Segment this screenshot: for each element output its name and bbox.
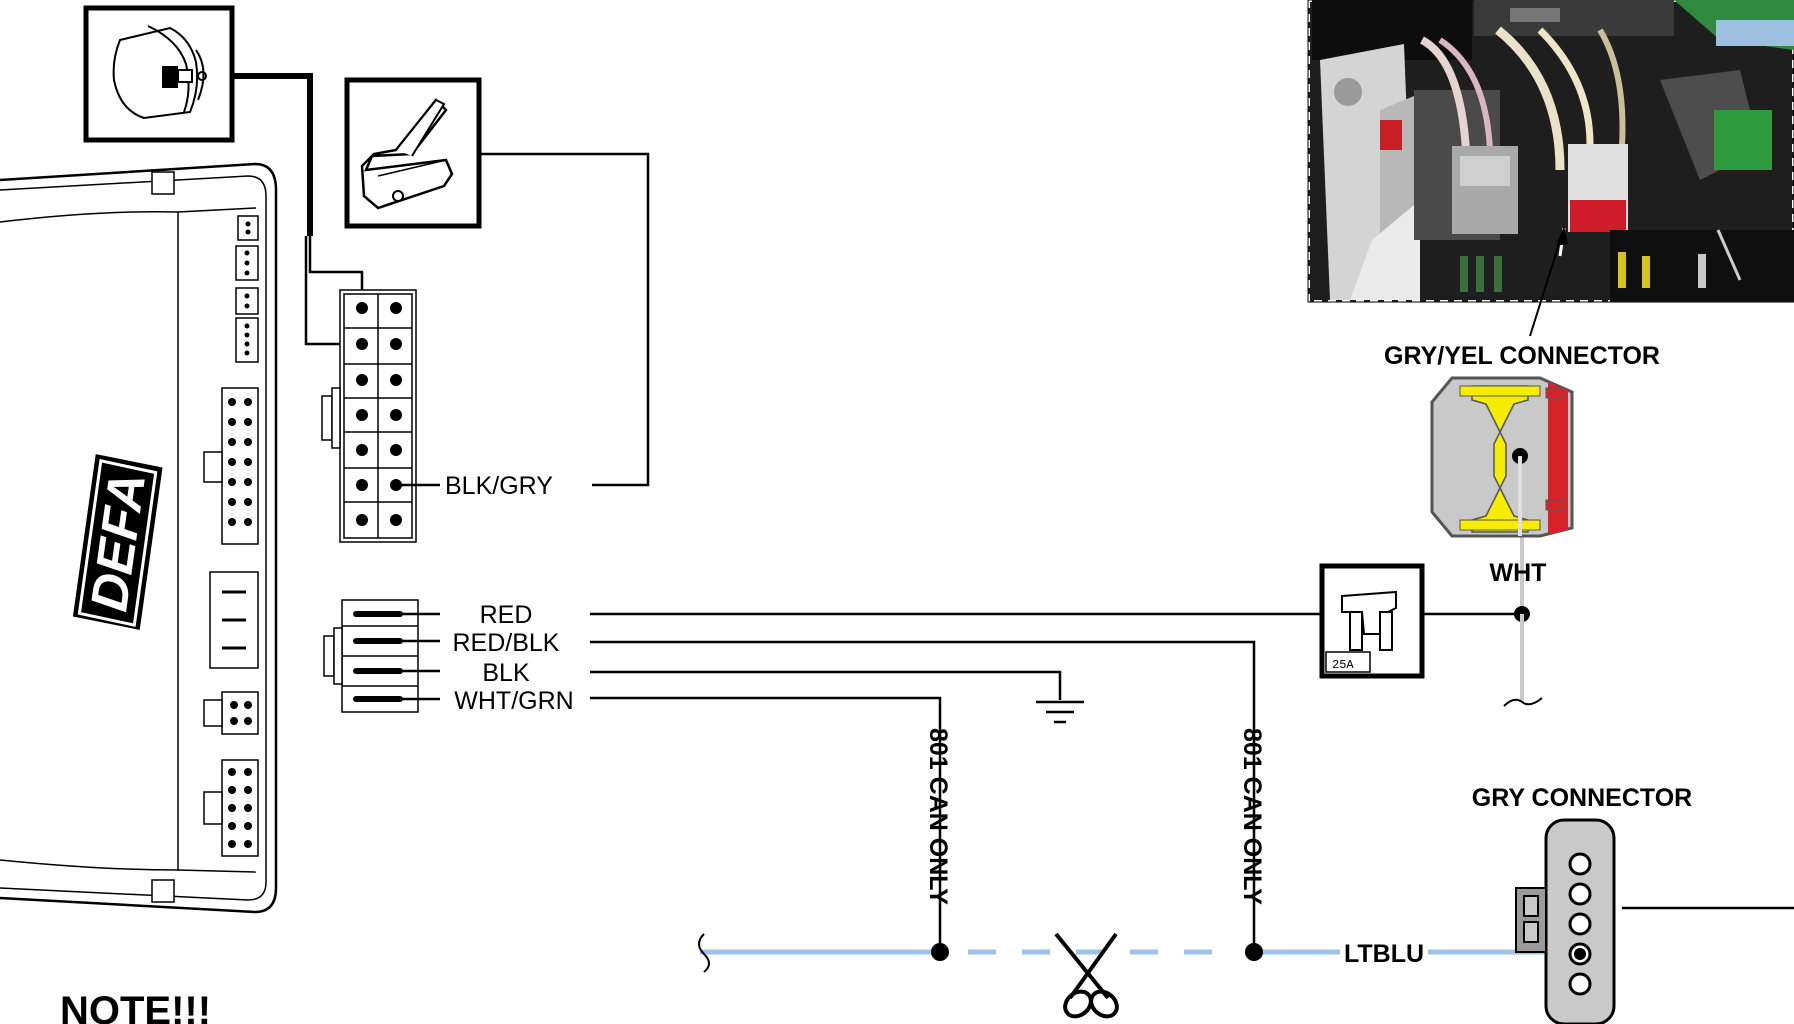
note-heading: NOTE!!!: [60, 989, 211, 1024]
scissors-icon: [1054, 932, 1119, 1019]
hood-pin-switch-icon: [344, 77, 482, 229]
vehicle-photo: [1306, 0, 1794, 304]
can-label-1: 801 CAN ONLY: [924, 728, 952, 905]
defa-logo: DEFA: [72, 454, 163, 630]
harness-connector-14pin: BLK/GRY: [321, 289, 553, 543]
fuse-icon: 25A: [1319, 563, 1425, 679]
hood-switch-icon: [83, 5, 235, 143]
ground-icon: [1036, 700, 1084, 724]
wire-label-blk: BLK: [482, 659, 530, 687]
wire-label-blk-gry: BLK/GRY: [445, 472, 553, 500]
can-label-2: 801 CAN ONLY: [1238, 728, 1266, 905]
power-connector-4pin: RED RED/BLK BLK WHT/GRN: [323, 599, 574, 715]
gry-connector-title: GRY CONNECTOR: [1472, 784, 1692, 812]
wire-label-wht-grn: WHT/GRN: [454, 687, 573, 715]
wire-label-red-blk: RED/BLK: [453, 629, 560, 657]
gry-connector: [1515, 818, 1616, 1024]
wire-label-red: RED: [480, 601, 533, 629]
wht-wire-label: WHT: [1490, 559, 1547, 587]
gry-yel-connector: [1430, 376, 1574, 538]
defa-module: DEFA: [0, 162, 278, 914]
gry-yel-connector-title: GRY/YEL CONNECTOR: [1384, 342, 1660, 370]
ltblu-wire-label: LTBLU: [1344, 940, 1424, 968]
fuse-rating: 25A: [1332, 658, 1354, 672]
